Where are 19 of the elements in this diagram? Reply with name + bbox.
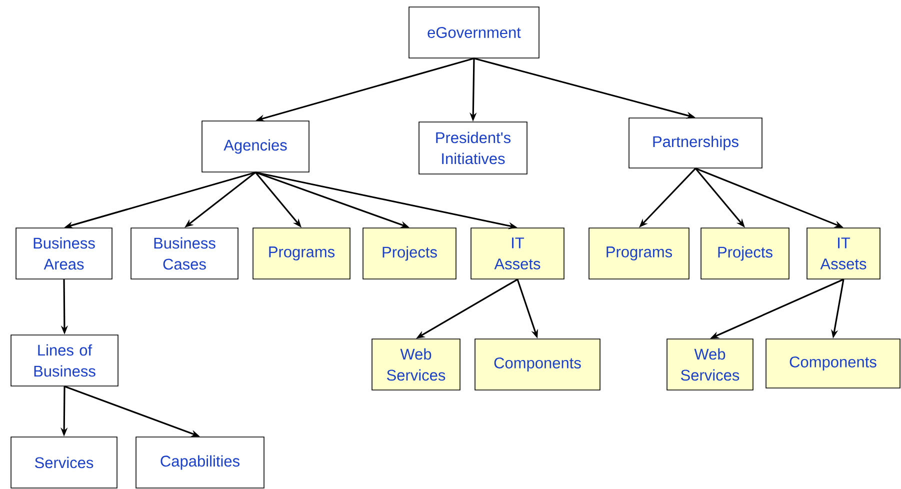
process-box: Web Services xyxy=(372,338,460,390)
process-box: IT Assets xyxy=(806,228,880,280)
process-box: Programs xyxy=(252,228,350,280)
process-box: Services xyxy=(10,436,118,488)
process-box: Programs xyxy=(588,228,690,280)
process-box: Agencies xyxy=(202,120,310,172)
process-box: IT Assets xyxy=(470,228,564,280)
process-box: President's Initiatives xyxy=(418,122,528,174)
process-box: Projects xyxy=(362,228,456,280)
process-box: Business Areas xyxy=(16,228,112,280)
process-box: Web Services xyxy=(666,338,754,390)
process-box: Components xyxy=(474,338,600,390)
process-box: Partnerships xyxy=(628,118,762,168)
process-box: eGovernment xyxy=(408,6,540,58)
process-box: Components xyxy=(766,338,900,388)
process-box: Projects xyxy=(700,228,790,280)
process-box: Business Cases xyxy=(130,228,238,280)
process-box: Capabilities xyxy=(136,436,264,488)
process-box: Lines of Business xyxy=(10,334,118,386)
